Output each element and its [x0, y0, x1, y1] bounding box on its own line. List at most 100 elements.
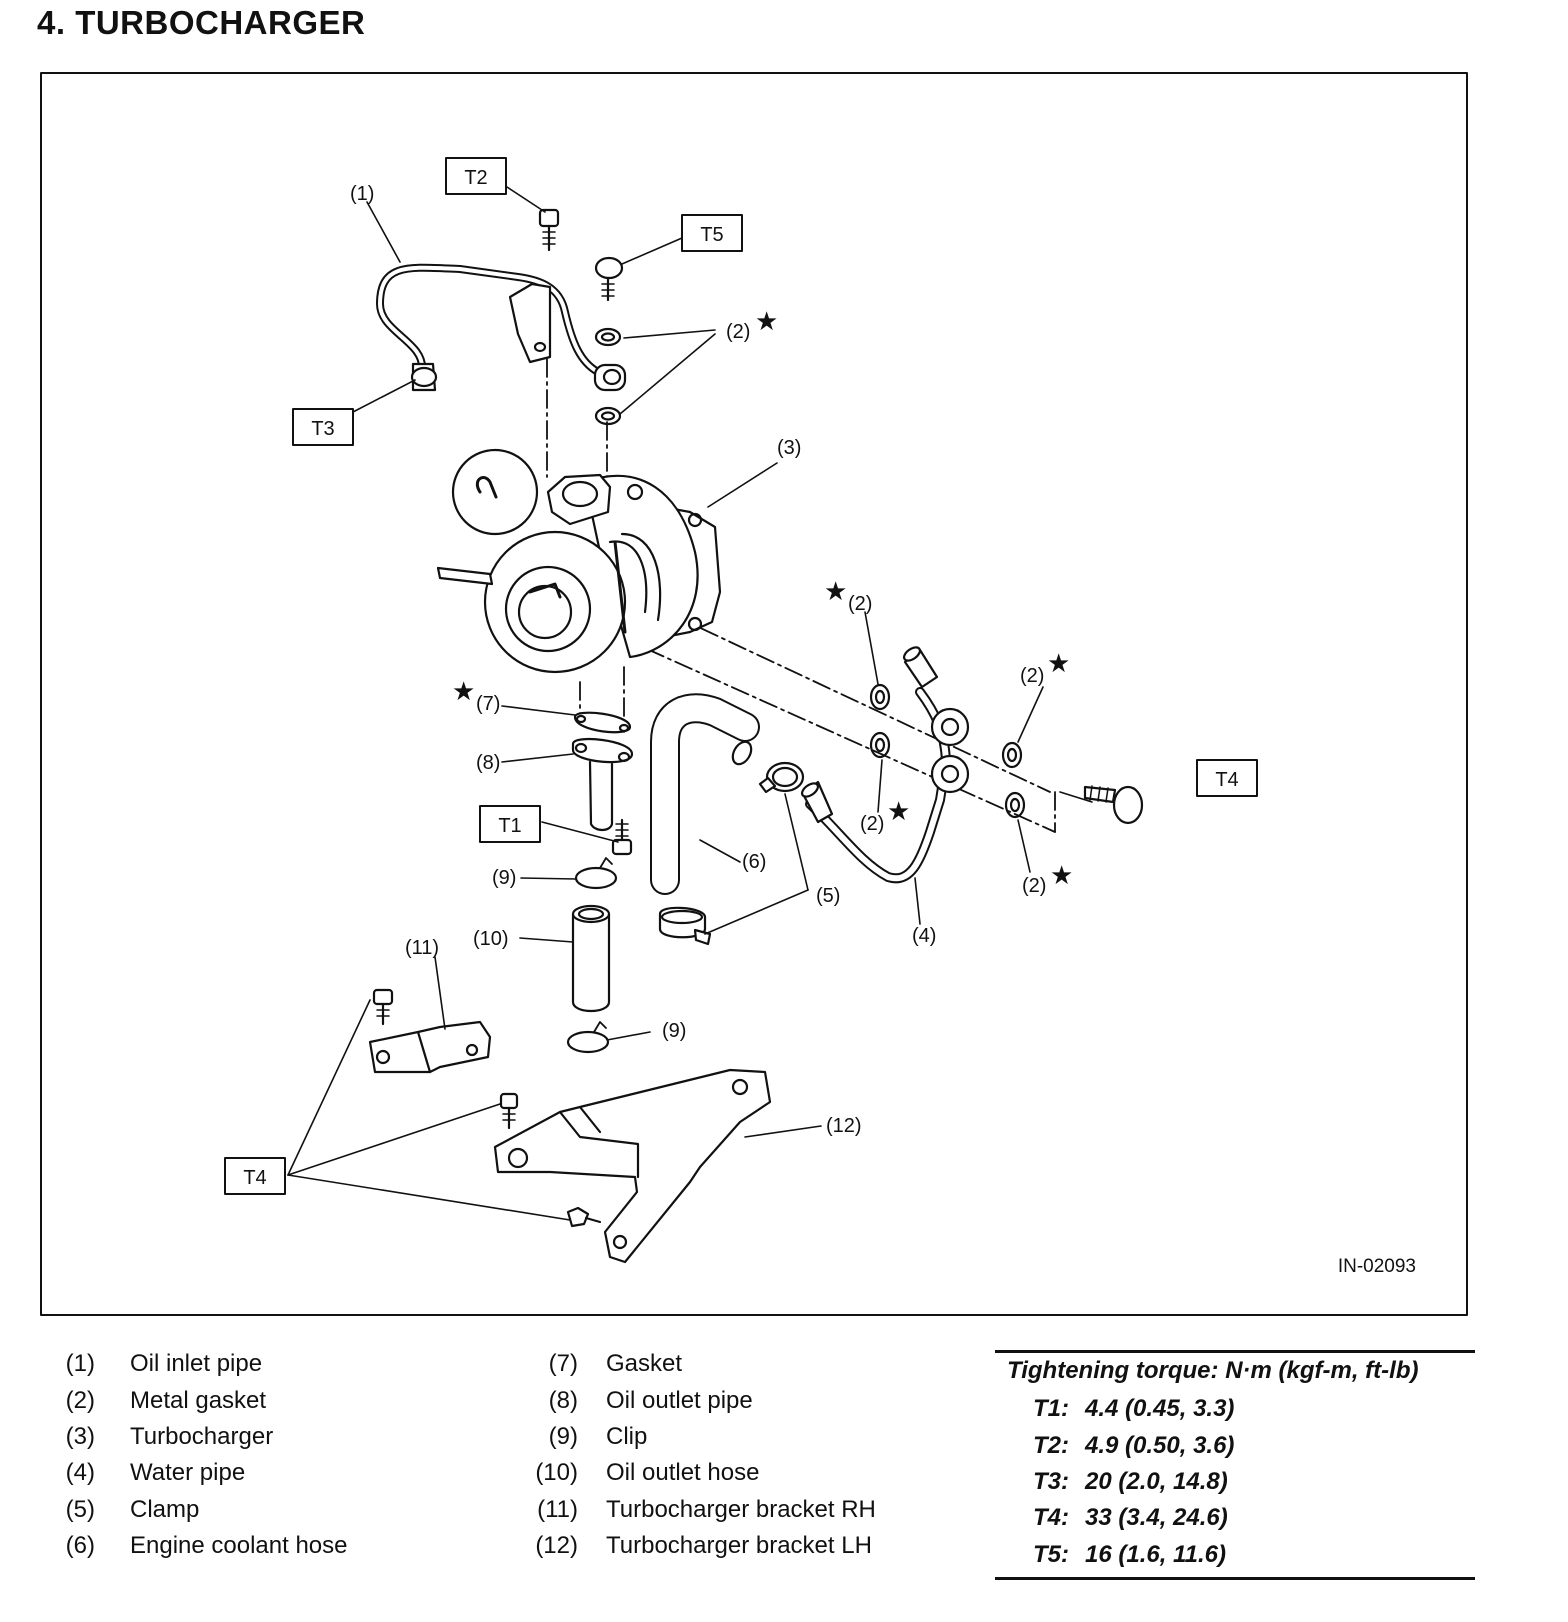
legend-item: (2) Metal gasket — [60, 1382, 348, 1418]
t1-bolt — [611, 818, 633, 856]
callout-10: (10) — [473, 928, 509, 950]
parts-legend-left: (1) Oil inlet pipe (2) Metal gasket (3)Tur… — [60, 1346, 348, 1564]
callout-2-lower-left: (2) — [860, 813, 884, 835]
metal-gasket-upper — [594, 327, 622, 347]
legend-name: Turbocharger bracket LH — [606, 1532, 872, 1560]
legend-number: (4) — [65, 1459, 95, 1487]
metal-gaskets-water-pipe — [869, 683, 1026, 819]
legend-item: (9) Clip — [530, 1419, 876, 1455]
legend-number: (3) — [65, 1422, 95, 1450]
water-pipe — [800, 646, 970, 884]
callout-9-lower: (9) — [662, 1020, 686, 1042]
callout-7: (7) — [476, 693, 500, 715]
torque-box-t1: T1 — [479, 805, 541, 843]
t4-union-bolt — [1083, 785, 1144, 825]
legend-item: (6)Engine coolant hose — [60, 1528, 348, 1564]
legend-number: (11) — [537, 1495, 578, 1523]
clip-upper — [574, 866, 618, 890]
page-title: 4. TURBOCHARGER — [37, 4, 366, 41]
callout-4: (4) — [912, 925, 936, 947]
torque-box-t2: T2 — [445, 157, 507, 195]
engine-coolant-hose — [650, 693, 760, 895]
t4-bolt-bracket-rh — [372, 988, 394, 1026]
legend-item: (1) Oil inlet pipe — [60, 1346, 348, 1382]
legend-name: Oil outlet hose — [606, 1459, 760, 1487]
parts-legend-middle: (7)Gasket (8)Oil outlet pipe (9)Clip (10… — [530, 1346, 876, 1564]
torque-value: 20 (2.0, 14.8) — [1085, 1467, 1228, 1495]
legend-name: Gasket — [606, 1350, 683, 1378]
t5-union-bolt — [594, 256, 624, 302]
torque-table-top-rule — [995, 1350, 1475, 1353]
torque-value: 33 (3.4, 24.6) — [1085, 1504, 1228, 1532]
legend-item: (7) Gasket — [530, 1346, 876, 1382]
torque-row: T4: 33 (3.4, 24.6) — [995, 1500, 1475, 1536]
torque-box-t4-left-label: T4 — [243, 1167, 266, 1189]
torque-box-t4-left: T4 — [224, 1157, 286, 1195]
callout-8: (8) — [476, 752, 500, 774]
legend-number: (12) — [535, 1532, 578, 1560]
callout-2-lower-right: (2) — [1022, 875, 1046, 897]
turbocharger — [436, 448, 722, 674]
leader-lines — [287, 186, 1093, 1221]
legend-item: (12) Turbocharger bracket LH — [530, 1528, 876, 1564]
legend-number: (2) — [65, 1386, 95, 1414]
oil-outlet-pipe — [571, 738, 634, 832]
callout-6: (6) — [742, 851, 766, 873]
legend-number: (6) — [65, 1532, 95, 1560]
callout-9-upper: (9) — [492, 867, 516, 889]
torque-box-t2-label: T2 — [464, 167, 487, 189]
oil-inlet-pipe — [376, 263, 627, 392]
torque-code: T4: — [1033, 1504, 1069, 1532]
legend-name: Water pipe — [130, 1459, 246, 1487]
legend-number: (7) — [548, 1350, 578, 1378]
turbocharger-bracket-rh — [368, 1020, 492, 1074]
legend-name: Oil outlet pipe — [606, 1386, 753, 1414]
legend-number: (1) — [65, 1350, 95, 1378]
torque-table: Tightening torque: N·m (kgf-m, ft-lb) T1… — [995, 1350, 1475, 1580]
clamp-upper — [758, 761, 805, 794]
torque-box-t1-label: T1 — [498, 815, 521, 837]
star-icon: ★ — [755, 307, 778, 337]
exploded-view-diagram: T2 T5 T3 T1 T4 T4 (1) (2) (3) (2) (2) (2… — [40, 72, 1468, 1316]
torque-code: T5: — [1033, 1540, 1069, 1568]
legend-item: (3)Turbocharger — [60, 1419, 348, 1455]
torque-code: T2: — [1033, 1431, 1069, 1459]
legend-name: Oil inlet pipe — [130, 1350, 263, 1378]
torque-row: T3:20 (2.0, 14.8) — [995, 1464, 1475, 1500]
t2-bolt — [538, 208, 560, 252]
legend-name: Clamp — [130, 1495, 200, 1523]
torque-value: 16 (1.6, 11.6) — [1085, 1540, 1226, 1568]
torque-table-heading: Tightening torque: N·m (kgf-m, ft-lb) — [1007, 1357, 1419, 1384]
star-icon: ★ — [1047, 649, 1070, 679]
legend-item: (11)Turbocharger bracket RH — [530, 1492, 876, 1528]
torque-row: T5: 16 (1.6, 11.6) — [995, 1537, 1475, 1573]
star-icon: ★ — [1050, 861, 1073, 891]
legend-item: (4) Water pipe — [60, 1455, 348, 1491]
figure-frame — [40, 72, 1468, 1316]
legend-number: (9) — [548, 1422, 578, 1450]
callout-5: (5) — [816, 885, 840, 907]
figure-id: IN-02093 — [1338, 1256, 1416, 1277]
legend-item: (10)Oil outlet hose — [530, 1455, 876, 1491]
callout-3: (3) — [777, 437, 801, 459]
clamp-lower — [658, 906, 712, 946]
t4-bolt-bracket-side — [566, 1206, 602, 1228]
callout-2-top: (2) — [726, 321, 750, 343]
clip-lower — [566, 1030, 610, 1054]
legend-name: Clip — [606, 1422, 648, 1450]
torque-table-bottom-rule — [995, 1576, 1475, 1580]
torque-box-t3-label: T3 — [311, 418, 334, 440]
torque-row: T2: 4.9 (0.50, 3.6) — [995, 1427, 1475, 1463]
t4-bolt-bracket-lh — [499, 1092, 519, 1130]
torque-value: 4.9 (0.50, 3.6) — [1085, 1431, 1235, 1459]
callout-11: (11) — [405, 937, 439, 959]
legend-name: Metal gasket — [130, 1386, 267, 1414]
callout-2-mid-right: (2) — [1020, 665, 1044, 687]
oil-outlet-hose — [571, 904, 611, 1013]
metal-gasket-lower — [594, 406, 622, 426]
torque-box-t5: T5 — [681, 214, 743, 252]
torque-box-t5-label: T5 — [700, 224, 723, 246]
star-icon: ★ — [887, 797, 910, 827]
torque-row: T1:4.4 (0.45, 3.3) — [995, 1391, 1475, 1427]
callout-1: (1) — [350, 183, 374, 205]
